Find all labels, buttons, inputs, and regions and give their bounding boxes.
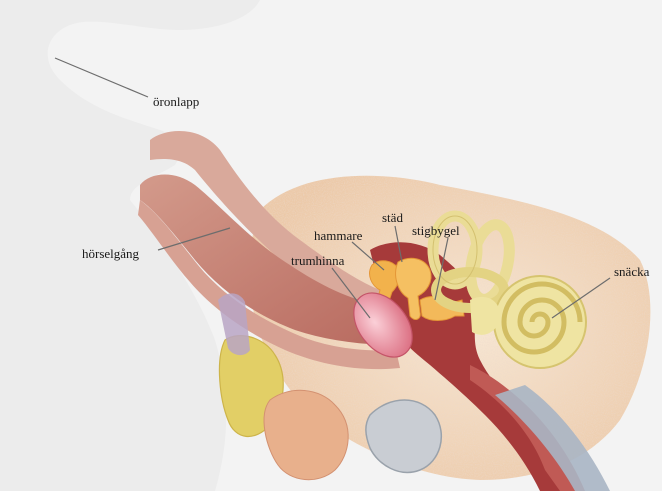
label-incus: städ — [382, 210, 403, 225]
label-earlobe: öronlapp — [153, 94, 199, 109]
label-ear-canal: hörselgång — [82, 246, 140, 261]
label-malleus: hammare — [314, 228, 363, 243]
label-eardrum: trumhinna — [291, 253, 345, 268]
label-stapes: stigbygel — [412, 223, 460, 238]
cochlea — [494, 276, 586, 368]
label-cochlea: snäcka — [614, 264, 650, 279]
